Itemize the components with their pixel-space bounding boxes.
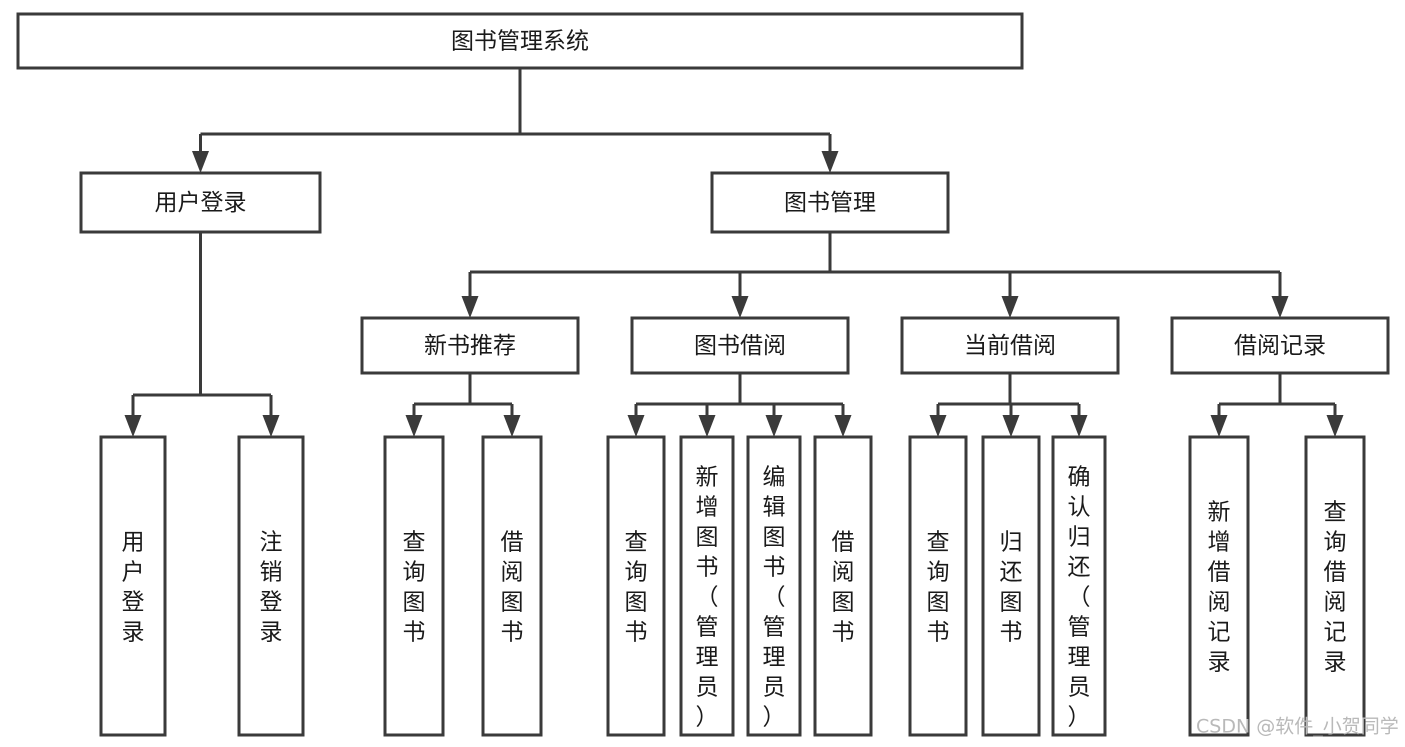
node-box-book-borrow[interactable] bbox=[630, 316, 850, 375]
node-label-current-borrow: 当前借阅 bbox=[964, 333, 1056, 359]
connector-layer bbox=[124, 68, 1344, 437]
edge-group-current-borrow bbox=[929, 373, 1088, 437]
csdn-watermark: CSDN @软件_小贺同学 bbox=[1196, 716, 1399, 738]
node-root[interactable]: 图书管理系统 bbox=[16, 12, 1024, 70]
node-box-leaf-cur-query[interactable] bbox=[908, 435, 968, 737]
node-label-leaf-rec-add: 新增借阅记录 bbox=[1208, 499, 1231, 675]
node-box-leaf-borrow-query[interactable] bbox=[606, 435, 666, 737]
node-leaf-rec-borrow[interactable]: 借阅图书 bbox=[481, 435, 543, 737]
node-label-leaf-borrow-query: 查询图书 bbox=[625, 529, 648, 645]
node-label-leaf-cur-query: 查询图书 bbox=[927, 529, 950, 645]
node-leaf-cur-query[interactable]: 查询图书 bbox=[908, 435, 968, 737]
node-box-current-borrow[interactable] bbox=[900, 316, 1120, 375]
arrow-head-icon bbox=[1002, 415, 1020, 437]
node-box-leaf-borrow-lend[interactable] bbox=[813, 435, 873, 737]
edge-group-new-book-rec bbox=[405, 373, 521, 437]
node-label-leaf-rec-borrow: 借阅图书 bbox=[501, 529, 524, 645]
node-borrow-record[interactable]: 借阅记录 bbox=[1170, 316, 1390, 375]
node-label-leaf-cur-return: 归还图书 bbox=[1000, 529, 1023, 645]
edge-group-user-login bbox=[124, 232, 280, 437]
edge-group-borrow-record bbox=[1210, 373, 1344, 437]
node-box-leaf-rec-search[interactable] bbox=[1304, 435, 1366, 737]
node-leaf-borrow-add[interactable]: 新增图书（管理员） bbox=[679, 435, 735, 737]
arrow-head-icon bbox=[698, 415, 716, 437]
node-box-new-book-rec[interactable] bbox=[360, 316, 580, 375]
node-label-leaf-user-logout: 注销登录 bbox=[260, 529, 283, 645]
node-label-new-book-rec: 新书推荐 bbox=[424, 333, 516, 359]
node-box-book-manage[interactable] bbox=[710, 171, 950, 234]
node-box-borrow-record[interactable] bbox=[1170, 316, 1390, 375]
arrow-head-icon bbox=[731, 296, 749, 318]
arrow-head-icon bbox=[929, 415, 947, 437]
node-label-root: 图书管理系统 bbox=[451, 29, 589, 55]
node-label-leaf-rec-search: 查询借阅记录 bbox=[1324, 499, 1347, 675]
node-leaf-rec-search[interactable]: 查询借阅记录 bbox=[1304, 435, 1366, 737]
node-leaf-borrow-lend[interactable]: 借阅图书 bbox=[813, 435, 873, 737]
arrow-head-icon bbox=[262, 415, 280, 437]
node-label-leaf-user-login: 用户登录 bbox=[122, 529, 145, 645]
node-user-login[interactable]: 用户登录 bbox=[79, 171, 322, 234]
node-label-leaf-borrow-add: 新增图书（管理员） bbox=[696, 464, 719, 730]
arrow-head-icon bbox=[1326, 415, 1344, 437]
node-box-leaf-user-logout[interactable] bbox=[237, 435, 305, 737]
node-leaf-user-login[interactable]: 用户登录 bbox=[99, 435, 167, 737]
node-label-borrow-record: 借阅记录 bbox=[1234, 333, 1326, 359]
edge-group-root bbox=[192, 68, 839, 173]
node-label-book-manage: 图书管理 bbox=[784, 190, 876, 216]
node-leaf-borrow-edit[interactable]: 编辑图书（管理员） bbox=[746, 435, 802, 737]
node-label-leaf-borrow-edit: 编辑图书（管理员） bbox=[763, 464, 786, 730]
node-book-manage[interactable]: 图书管理 bbox=[710, 171, 950, 234]
node-box-leaf-borrow-edit[interactable] bbox=[746, 435, 802, 737]
arrow-head-icon bbox=[627, 415, 645, 437]
arrow-head-icon bbox=[503, 415, 521, 437]
arrow-head-icon bbox=[821, 151, 839, 173]
node-layer: 图书管理系统用户登录图书管理新书推荐图书借阅当前借阅借阅记录用户登录注销登录查询… bbox=[16, 12, 1390, 737]
arrow-head-icon bbox=[405, 415, 423, 437]
node-leaf-borrow-query[interactable]: 查询图书 bbox=[606, 435, 666, 737]
edge-group-book-borrow bbox=[627, 373, 852, 437]
node-leaf-cur-confirm[interactable]: 确认归还（管理员） bbox=[1051, 435, 1107, 737]
node-box-user-login[interactable] bbox=[79, 171, 322, 234]
node-box-leaf-cur-confirm[interactable] bbox=[1051, 435, 1107, 737]
node-book-borrow[interactable]: 图书借阅 bbox=[630, 316, 850, 375]
node-label-leaf-cur-confirm: 确认归还（管理员） bbox=[1068, 464, 1091, 730]
node-box-leaf-rec-add[interactable] bbox=[1188, 435, 1250, 737]
arrow-head-icon bbox=[124, 415, 142, 437]
node-leaf-cur-return[interactable]: 归还图书 bbox=[981, 435, 1041, 737]
arrow-head-icon bbox=[192, 151, 209, 173]
node-box-root[interactable] bbox=[16, 12, 1024, 70]
arrow-head-icon bbox=[1271, 296, 1289, 318]
node-box-leaf-rec-borrow[interactable] bbox=[481, 435, 543, 737]
node-label-leaf-rec-query: 查询图书 bbox=[403, 529, 426, 645]
node-leaf-user-logout[interactable]: 注销登录 bbox=[237, 435, 305, 737]
node-label-user-login: 用户登录 bbox=[155, 190, 247, 216]
node-label-book-borrow: 图书借阅 bbox=[694, 333, 786, 359]
node-box-leaf-borrow-add[interactable] bbox=[679, 435, 735, 737]
arrow-head-icon bbox=[461, 296, 479, 318]
node-box-leaf-user-login[interactable] bbox=[99, 435, 167, 737]
edge-group-book-manage bbox=[461, 232, 1289, 318]
arrow-head-icon bbox=[765, 415, 783, 437]
node-box-leaf-cur-return[interactable] bbox=[981, 435, 1041, 737]
arrow-head-icon bbox=[834, 415, 852, 437]
arrow-head-icon bbox=[1070, 415, 1088, 437]
node-box-leaf-rec-query[interactable] bbox=[383, 435, 445, 737]
node-leaf-rec-query[interactable]: 查询图书 bbox=[383, 435, 445, 737]
node-label-leaf-borrow-lend: 借阅图书 bbox=[832, 529, 855, 645]
arrow-head-icon bbox=[1210, 415, 1228, 437]
arrow-head-icon bbox=[1001, 296, 1019, 318]
node-leaf-rec-add[interactable]: 新增借阅记录 bbox=[1188, 435, 1250, 737]
node-current-borrow[interactable]: 当前借阅 bbox=[900, 316, 1120, 375]
node-new-book-rec[interactable]: 新书推荐 bbox=[360, 316, 580, 375]
